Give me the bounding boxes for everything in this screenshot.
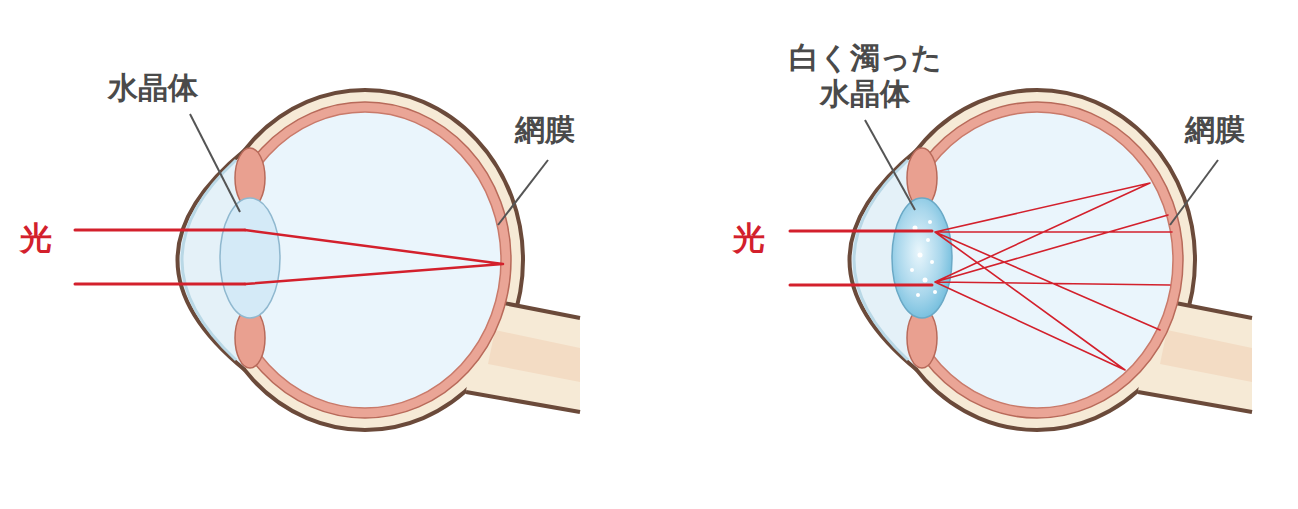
part-label: 網膜: [515, 112, 575, 148]
part-label: 白く濁った 水晶体: [770, 40, 960, 112]
part-label: 水晶体: [108, 70, 198, 106]
light-label: 光: [20, 220, 52, 256]
part-label: 網膜: [1185, 112, 1245, 148]
light-label: 光: [733, 220, 765, 256]
